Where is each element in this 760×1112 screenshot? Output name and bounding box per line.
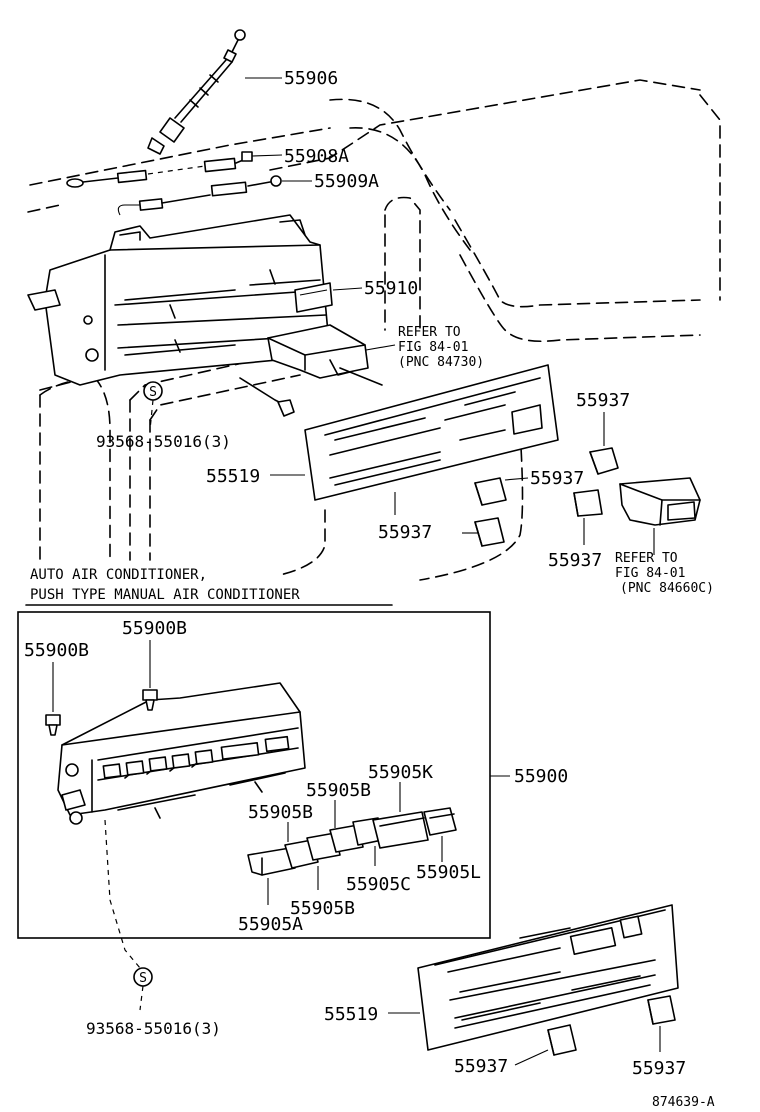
screw-symbol-bottom: S (133, 967, 153, 1011)
knob-55937-e (514, 1024, 577, 1066)
knob-55937-a (589, 412, 619, 475)
switch-84660C (619, 477, 701, 555)
label-55900B-left: 55900B (24, 640, 89, 661)
bezel-55519-bottom (388, 904, 679, 1051)
control-cable-55906 (147, 29, 282, 155)
caption-line-2: PUSH TYPE MANUAL AIR CONDITIONER (30, 587, 300, 603)
ref2-line2: FIG 84-01 (615, 566, 685, 581)
control-assembly-55900-box (17, 611, 510, 939)
label-55910: 55910 (364, 278, 418, 299)
screw-55900B-mid (142, 640, 158, 711)
dashboard-outline (27, 79, 721, 581)
push-buttons-55905 (247, 782, 457, 905)
ref1-line3: (PNC 84730) (398, 355, 484, 370)
heater-control-assembly (27, 214, 363, 386)
control-assembly-55900 (57, 682, 306, 969)
ref2-line1: REFER TO (615, 551, 678, 566)
caption-line-1: AUTO AIR CONDITIONER, (30, 567, 207, 583)
part-labels: 55906 55908A 55909A 55910 REFER TO FIG 8… (24, 68, 715, 1110)
label-55937-e: 55937 (454, 1056, 508, 1077)
knob-55937-b (474, 477, 529, 506)
knob-55937-f (647, 995, 676, 1052)
label-55905B-2: 55905B (248, 802, 313, 823)
label-55905L: 55905L (416, 862, 481, 883)
ref1-line1: REFER TO (398, 325, 461, 340)
label-55905A: 55905A (238, 914, 303, 935)
label-55937-f: 55937 (632, 1058, 686, 1079)
label-55937-a: 55937 (576, 390, 630, 411)
caption-block: AUTO AIR CONDITIONER, PUSH TYPE MANUAL A… (25, 567, 393, 606)
label-55519-bottom: 55519 (324, 1004, 378, 1025)
label-55905B-3: 55905B (290, 898, 355, 919)
label-55908A: 55908A (284, 146, 349, 167)
label-55900B-mid: 55900B (122, 618, 187, 639)
label-55900: 55900 (514, 766, 568, 787)
label-93568-bottom: 93568-55016(3) (86, 1019, 221, 1038)
label-93568-top: 93568-55016(3) (96, 432, 231, 451)
knob-55937-d (573, 489, 603, 545)
label-55906: 55906 (284, 68, 338, 89)
label-55937-b: 55937 (530, 468, 584, 489)
bezel-55519-top (270, 364, 559, 501)
label-55909A: 55909A (314, 171, 379, 192)
ref1-line2: FIG 84-01 (398, 340, 468, 355)
figure-number: 874639-A (652, 1095, 715, 1110)
screw-symbol-top: S (143, 381, 163, 431)
label-55905B-1: 55905B (306, 780, 371, 801)
amplifier-unit (239, 324, 396, 417)
label-55905C: 55905C (346, 874, 411, 895)
screw-s-label: S (149, 385, 157, 400)
label-55937-c: 55937 (378, 522, 432, 543)
label-55905K: 55905K (368, 762, 433, 783)
cable-55908A (66, 151, 283, 188)
ref2-line3: (PNC 84660C) (620, 581, 714, 596)
screw-s-label-bottom: S (139, 971, 147, 986)
screw-55900B-left (45, 662, 61, 736)
label-55519-top: 55519 (206, 466, 260, 487)
label-55937-d: 55937 (548, 550, 602, 571)
cable-55909A (117, 175, 312, 216)
knob-55937-c (462, 517, 505, 547)
